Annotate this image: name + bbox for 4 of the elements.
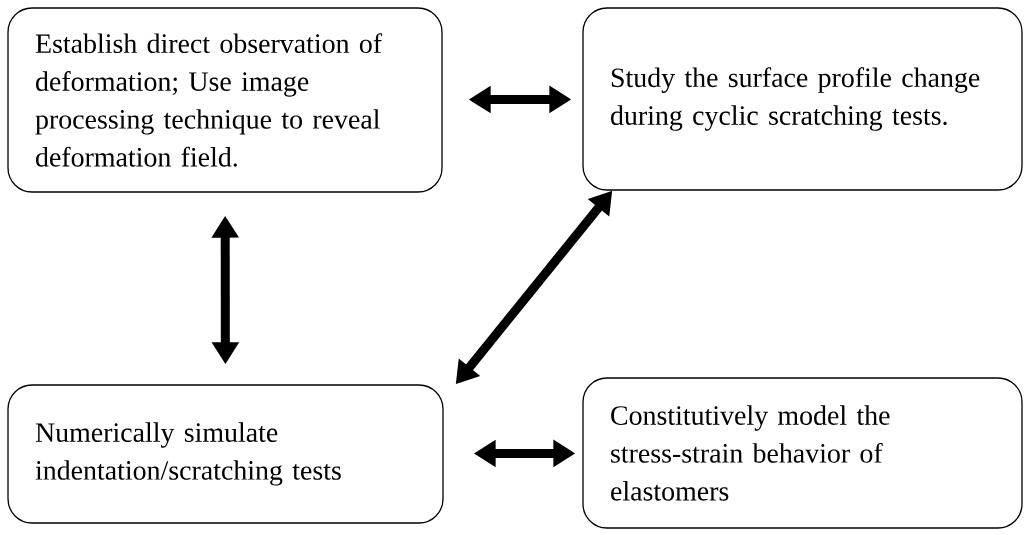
process-box: Study the surface profile change during cyclic scratching tests. xyxy=(582,7,1023,191)
process-box: Numerically simulate indentation/scratching tests xyxy=(7,384,444,524)
process-box: Constitutively model the stress-strain behavior of elastomers xyxy=(582,377,1023,529)
process-box: Establish direct observation of deformation; Use image processing technique to reveal deformation field. xyxy=(7,7,443,193)
